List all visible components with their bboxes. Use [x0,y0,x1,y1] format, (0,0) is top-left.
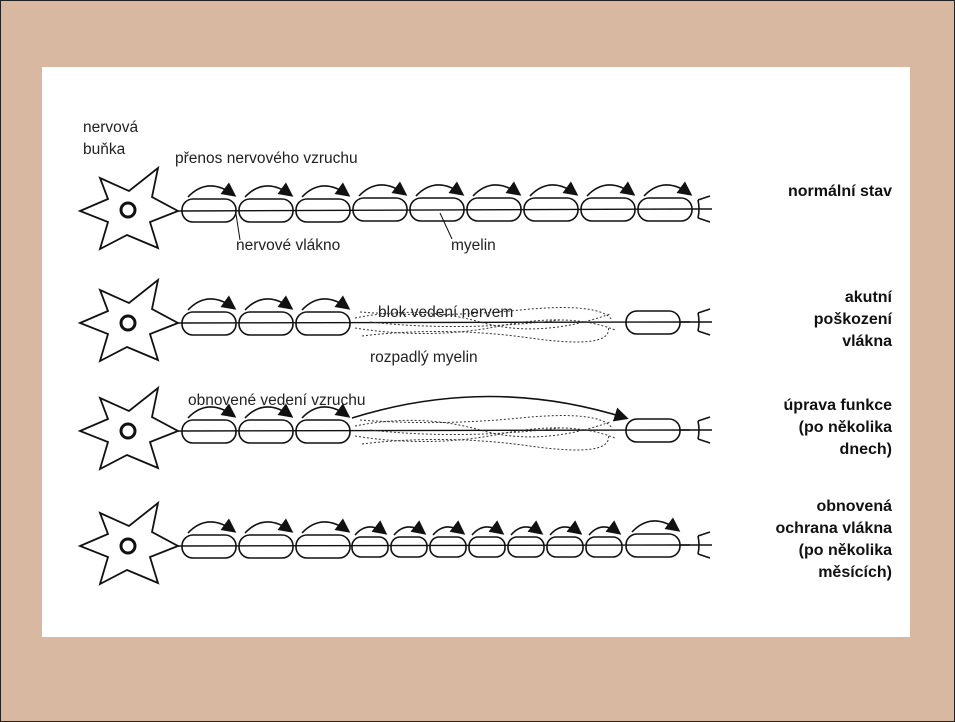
state-label-restored-4: měsících) [818,564,892,581]
nerve-fiber [178,322,690,323]
state-label-restored-1: obnovená [816,498,892,515]
state-label-restored-2: ochrana vlákna [776,520,893,537]
neuron-cell-body-icon [80,280,178,361]
broken-myelin-debris [355,416,615,450]
axon-terminal-icon [680,309,712,335]
state-label-acute-3: vlákna [842,333,892,350]
axon-terminal-icon [690,196,712,222]
axon-terminal-icon [680,417,712,443]
neuron-cell-body-icon [80,388,178,469]
row-function-recovery [80,388,712,469]
axon-terminal-icon [680,532,712,558]
myelin-pointer [440,213,452,239]
impulse-arrows [188,299,348,310]
impulse-transmission-label: přenos nervového vzruchu [175,150,358,167]
state-label-recovery-1: úprava funkce [784,397,893,414]
nerve-fiber [178,430,690,431]
state-label-normal: normální stav [788,183,892,200]
nerve-fiber [178,209,690,211]
impulse-arrows [188,521,678,535]
neuron-cell-body-icon [80,168,178,249]
state-label-recovery-2: (po několika [799,419,892,436]
myelin-label: myelin [451,237,496,254]
state-label-recovery-3: dnech) [840,441,892,458]
impulse-arrows [188,185,690,197]
broken-myelin-label: rozpadlý myelin [370,349,478,366]
neuron-cell-body-icon [80,503,178,584]
nerve-cell-label-line1: nervová [83,119,139,136]
state-label-acute-1: akutní [845,289,893,306]
state-label-restored-3: (po několika [799,542,892,559]
nerve-fiber-label: nervové vlákno [236,237,340,254]
nerve-cell-label-line2: buňka [83,141,126,158]
nerve-fiber [178,545,690,546]
state-label-acute-2: poškození [814,311,893,328]
row-normal [80,168,712,249]
row-restored-protection [80,503,712,584]
